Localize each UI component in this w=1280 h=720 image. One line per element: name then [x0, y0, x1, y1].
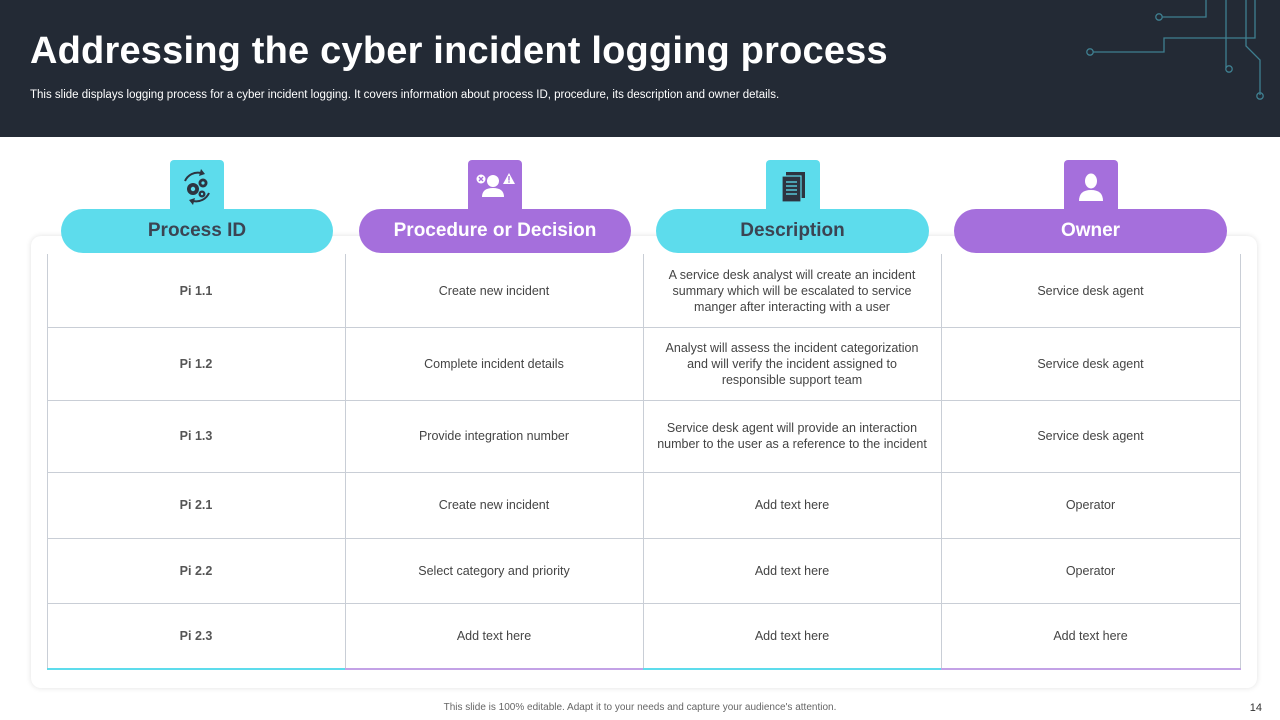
document-icon: [781, 172, 805, 203]
row-4-description: Add text here: [754, 498, 830, 512]
row-1-owner: Service desk agent: [1037, 283, 1144, 298]
row-5-owner: Operator: [1065, 563, 1116, 578]
row-2-process-id: Pi 1.2: [179, 356, 213, 371]
slide-title: Addressing the cyber incident logging pr…: [30, 30, 888, 72]
row-2-procedure: Complete incident details: [424, 356, 564, 371]
row-3-description: Service desk agent will provide an inter…: [657, 421, 927, 451]
page-number: 14: [1249, 702, 1262, 714]
column-header-procedure: Procedure or Decision: [359, 209, 631, 253]
circuit-decoration-icon: [1086, 0, 1264, 100]
user-alert-icon: [476, 173, 515, 197]
row-5-procedure: Select category and priority: [418, 563, 570, 578]
row-2-description: Analyst will assess the incident categor…: [665, 340, 919, 387]
row-1-procedure: Create new incident: [438, 283, 550, 298]
row-4-process-id: Pi 2.1: [179, 498, 213, 512]
row-5-description: Add text here: [754, 563, 830, 578]
column-icon-owner: [1064, 160, 1118, 214]
row-4-owner: Operator: [1065, 498, 1116, 512]
row-6-process-id: Pi 2.3: [179, 628, 213, 643]
column-header-description: Description: [656, 209, 929, 253]
row-6-procedure: Add text here: [456, 628, 532, 643]
row-5-process-id: Pi 2.2: [179, 563, 213, 578]
row-3-owner: Service desk agent: [1037, 429, 1144, 443]
row-3-procedure: Provide integration number: [418, 429, 570, 443]
column-header-owner: Owner: [954, 209, 1227, 253]
row-6-description: Add text here: [754, 628, 830, 643]
slide-footer: This slide is 100% editable. Adapt it to…: [443, 702, 837, 713]
process-table: Pi 1.1 Create new incident A service des…: [47, 254, 1241, 670]
gears-cycle-icon: [184, 169, 210, 205]
column-icon-process-id: [170, 160, 224, 214]
row-3-process-id: Pi 1.3: [179, 429, 213, 443]
column-icon-procedure: [468, 160, 522, 214]
table-card: [31, 236, 1257, 688]
row-1-process-id: Pi 1.1: [179, 283, 213, 298]
row-1-description: A service desk analyst will create an in…: [668, 267, 916, 314]
column-icon-description: [766, 160, 820, 214]
row-4-procedure: Create new incident: [438, 498, 550, 512]
row-6-owner: Add text here: [1053, 628, 1128, 643]
person-icon: [1079, 173, 1103, 201]
row-2-owner: Service desk agent: [1037, 356, 1144, 371]
column-header-process-id: Process ID: [61, 209, 333, 253]
slide-subtitle: This slide displays logging process for …: [30, 89, 780, 101]
title-banner: Addressing the cyber incident logging pr…: [0, 0, 1280, 137]
